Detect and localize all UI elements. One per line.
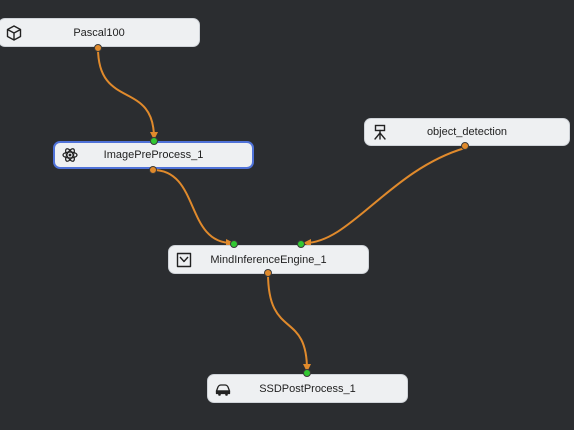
node-label: MindInferenceEngine_1 [210, 253, 327, 266]
output-port[interactable]: 0 [149, 166, 157, 174]
edge-object-detection-to-inference[interactable] [303, 147, 466, 247]
edge-pascal-to-preprocess[interactable] [97, 47, 158, 140]
output-port[interactable]: 0 [94, 44, 102, 52]
car-icon [215, 383, 231, 396]
edge-preprocess-to-inference[interactable] [152, 169, 234, 247]
node-label: Pascal100 [73, 26, 125, 39]
output-port[interactable]: 0 [264, 269, 272, 277]
inbox-icon [176, 252, 192, 267]
atom-icon [62, 148, 78, 162]
input-port[interactable]: 1 [297, 240, 305, 248]
cube-icon [6, 24, 22, 41]
node-label: SSDPostProcess_1 [259, 382, 356, 395]
node-ssd-postprocess[interactable]: SSDPostProcess_1 [207, 374, 408, 403]
node-pascal100[interactable]: Pascal100 [0, 18, 200, 47]
input-port[interactable]: 0 [150, 137, 158, 145]
node-label: ImagePreProcess_1 [103, 149, 204, 161]
node-image-preprocess[interactable]: ImagePreProcess_1 [53, 141, 254, 169]
edge-inference-to-postprocess[interactable] [267, 272, 311, 372]
tripod-icon [374, 124, 386, 140]
input-port[interactable]: 0 [303, 369, 311, 377]
node-label: object_detection [426, 126, 508, 138]
output-port[interactable]: 0 [461, 142, 469, 150]
input-port[interactable]: 0 [230, 240, 238, 248]
node-object-detection[interactable]: object_detection [364, 118, 570, 146]
